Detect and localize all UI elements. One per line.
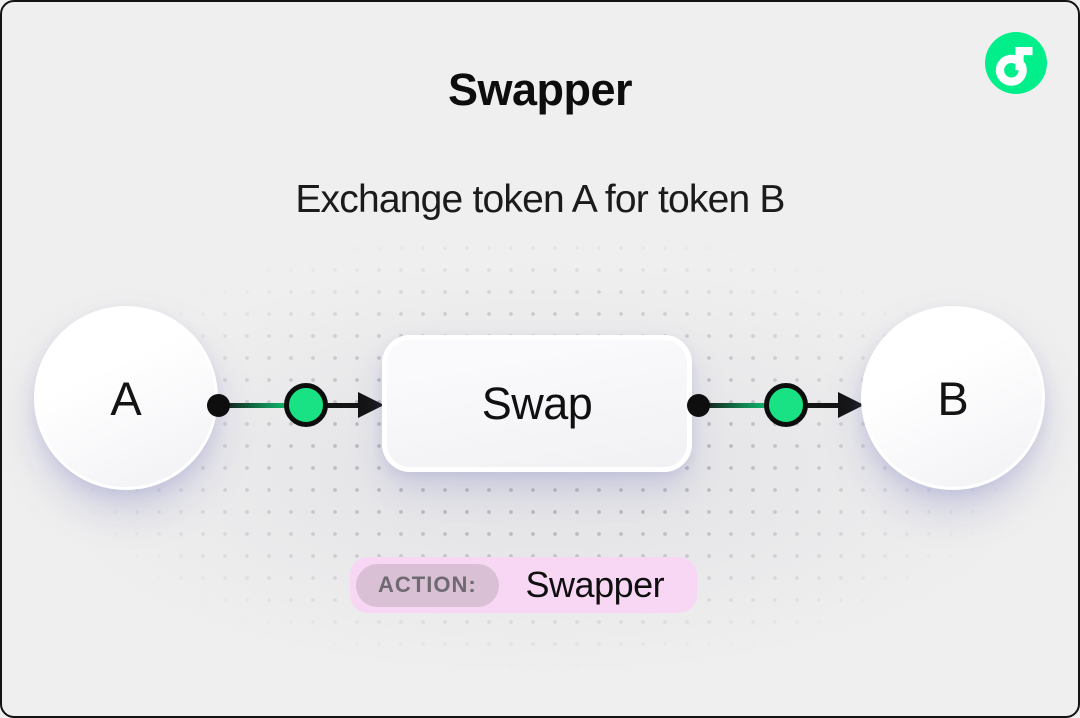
connector-a-to-swap [206,383,384,427]
token-node-a: A [34,306,218,490]
token-node-b-label: B [937,371,969,425]
connector-line [698,402,786,408]
page-subtitle: Exchange token A for token B [295,178,785,221]
action-badge: ACTION: Swapper [350,557,697,613]
page-title: Swapper [447,64,633,115]
connector-line [218,402,306,408]
token-node-b: B [861,306,1045,490]
action-badge-chip: ACTION: [356,563,499,607]
flow-logo-icon [985,32,1047,94]
action-badge-value: Swapper [525,564,665,605]
token-node-a-label: A [110,371,142,425]
connector-line [786,402,840,408]
connector-dot-icon [686,393,710,417]
connector-swap-to-b [686,383,864,427]
connector-line [306,402,360,408]
arrowhead-icon [358,392,384,418]
arrowhead-icon [838,392,864,418]
swap-node: Swap [382,335,692,472]
swap-node-label: Swap [481,377,593,429]
connector-port-icon [764,383,808,427]
connector-dot-icon [206,393,230,417]
connector-port-icon [284,383,328,427]
